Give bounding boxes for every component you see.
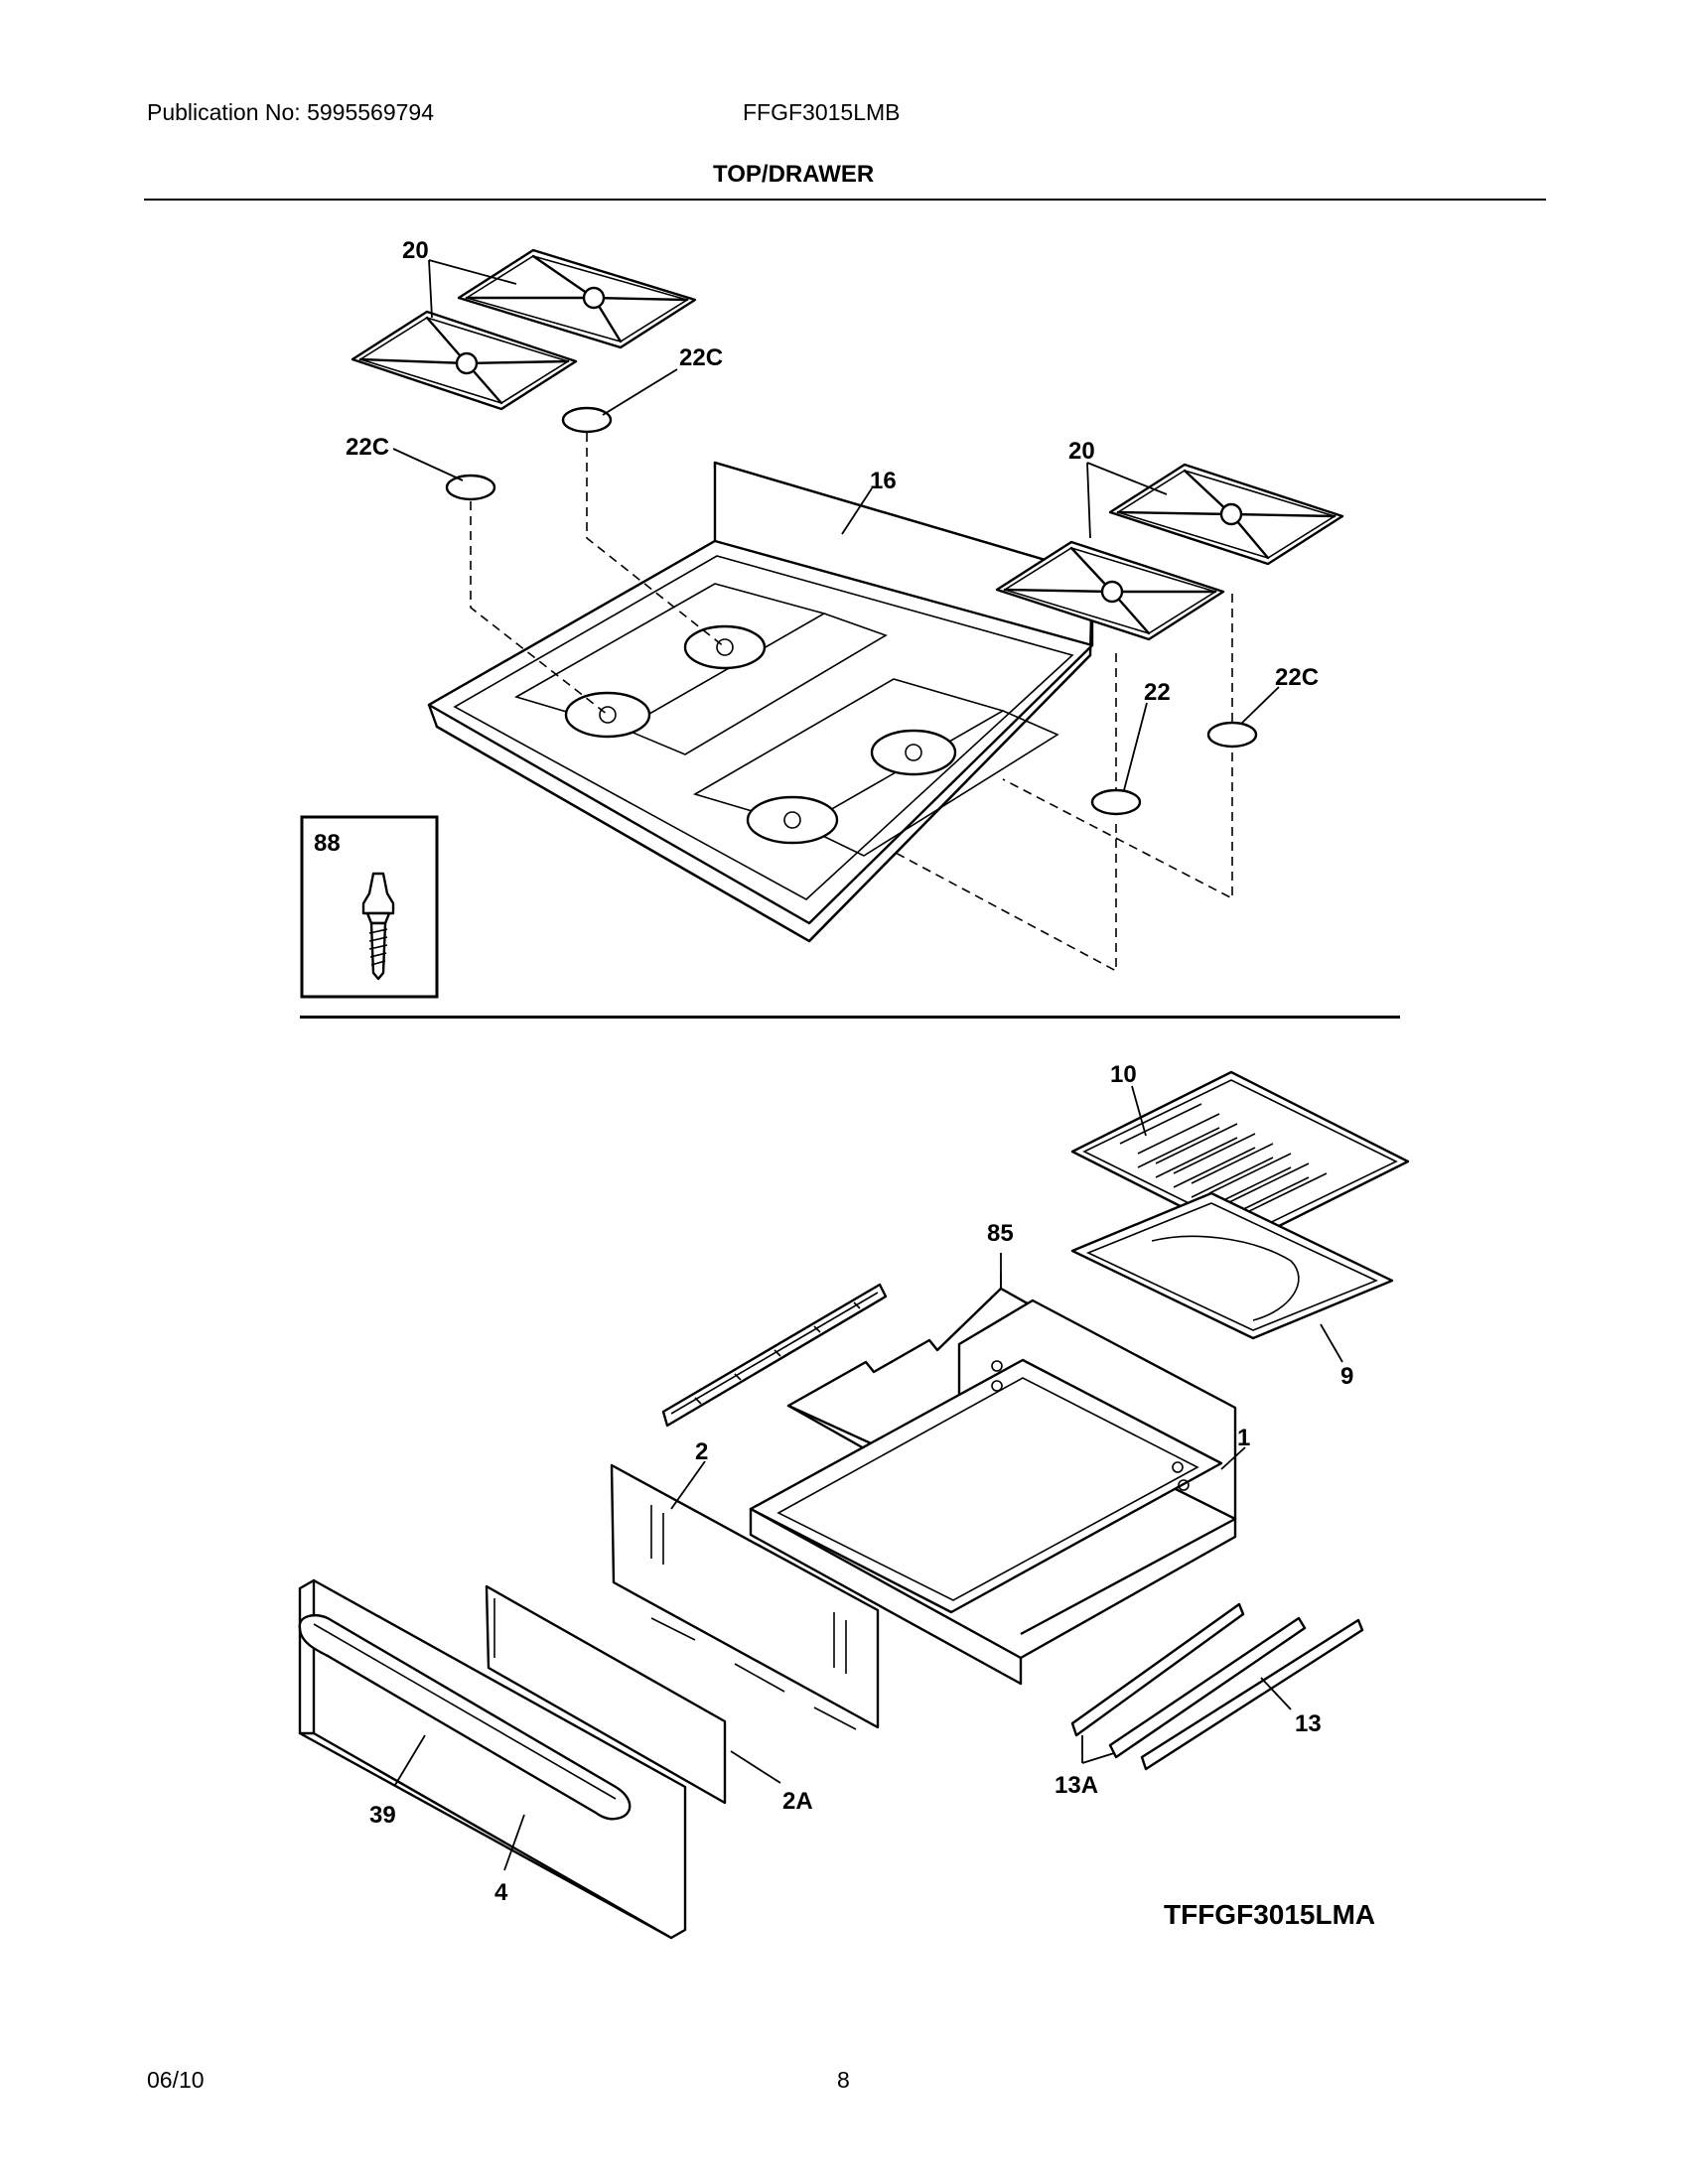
leader-2 xyxy=(670,1460,706,1510)
callout-13: 13 xyxy=(1295,1710,1322,1737)
callout-20-right: 20 xyxy=(1068,438,1095,465)
callout-22c-c: 22C xyxy=(1275,664,1319,691)
callout-22c-b: 22C xyxy=(679,344,723,371)
leader-13 xyxy=(1260,1677,1292,1710)
leader-22c-a xyxy=(392,448,464,481)
broiler-pan xyxy=(1070,1191,1394,1340)
callout-39: 39 xyxy=(369,1802,396,1829)
leader-22c-b xyxy=(602,368,678,416)
section-title: TOP/DRAWER xyxy=(713,161,875,188)
foot-22c-left xyxy=(445,474,496,501)
publication-number: Publication No: 5995569794 xyxy=(147,99,435,125)
callout-16: 16 xyxy=(870,468,897,494)
callout-10: 10 xyxy=(1110,1061,1137,1088)
leader-22c-c xyxy=(1241,686,1280,724)
callout-20-left: 20 xyxy=(402,237,429,264)
callout-88: 88 xyxy=(314,830,341,857)
drawer-clip-panel xyxy=(485,1584,727,1805)
drawer-body xyxy=(749,1298,1237,1686)
leader-9 xyxy=(1320,1323,1343,1363)
leader-2a xyxy=(730,1750,781,1784)
footer-date: 06/10 xyxy=(147,2067,205,2093)
callout-1: 1 xyxy=(1237,1425,1250,1451)
leader-39 xyxy=(394,1734,426,1786)
grate-right-pair xyxy=(995,463,1344,641)
leader-20-right xyxy=(1086,462,1168,539)
callout-13a: 13A xyxy=(1055,1772,1098,1799)
callout-2: 2 xyxy=(695,1438,708,1465)
leader-20-left xyxy=(428,259,517,319)
drawer-door xyxy=(298,1578,687,1940)
align-line-4 xyxy=(1002,752,1233,900)
foot-22c-upper xyxy=(561,406,613,434)
leader-1 xyxy=(1220,1446,1246,1470)
slide-rail-left xyxy=(661,1283,888,1428)
drawer-front-panel xyxy=(610,1463,880,1730)
leader-13a xyxy=(1081,1735,1115,1764)
leader-22 xyxy=(1123,702,1148,791)
foot-22 xyxy=(1090,788,1142,816)
grate-left-pair xyxy=(351,248,697,411)
callout-85: 85 xyxy=(987,1220,1014,1247)
header-rule xyxy=(144,199,1546,201)
slide-rails-bottom xyxy=(1070,1602,1364,1771)
leader-10 xyxy=(1131,1085,1147,1137)
inset-box-screw xyxy=(300,815,439,999)
section-divider xyxy=(300,1016,1400,1019)
callout-4: 4 xyxy=(494,1879,508,1906)
callout-22: 22 xyxy=(1144,679,1171,706)
callout-9: 9 xyxy=(1340,1363,1353,1390)
model-number: FFGF3015LMB xyxy=(743,99,901,125)
footer-page-number: 8 xyxy=(837,2067,850,2093)
align-line-1 xyxy=(470,501,609,716)
cooktop xyxy=(427,461,1094,943)
foot-22c-right xyxy=(1206,721,1258,749)
align-line-2 xyxy=(586,433,726,648)
diagram-code: TFFGF3015LMA xyxy=(1164,1899,1375,1930)
leader-16 xyxy=(841,487,873,535)
leader-4 xyxy=(503,1814,525,1871)
callout-22c-a: 22C xyxy=(346,434,389,461)
callout-2a: 2A xyxy=(782,1788,813,1815)
align-line-3 xyxy=(893,824,1117,973)
